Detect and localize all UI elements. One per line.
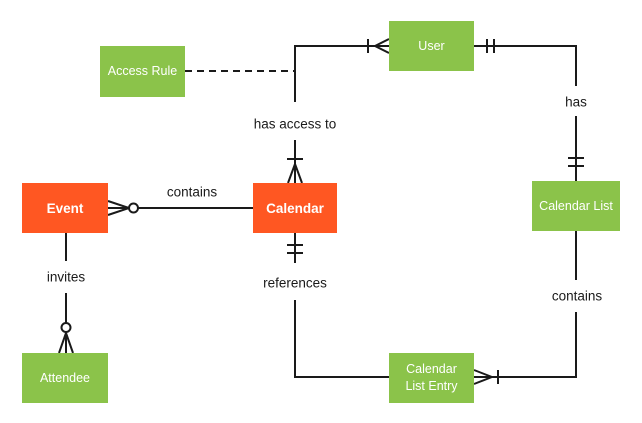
entity-attendee: Attendee bbox=[22, 353, 108, 403]
zero-or-many-marker-attendee-icon bbox=[58, 322, 74, 354]
edge-line bbox=[294, 45, 389, 102]
one-or-many-marker-entry-icon bbox=[473, 369, 499, 385]
entity-access-rule: Access Rule bbox=[100, 46, 185, 97]
entity-calendar-list: Calendar List bbox=[532, 181, 620, 231]
edge-line bbox=[474, 45, 577, 86]
edge-calendar-list-contains-entry bbox=[473, 231, 577, 385]
edge-event-invites-attendee bbox=[58, 233, 74, 354]
exactly-one-marker-calendar-icon bbox=[287, 244, 303, 254]
edge-entry-references-calendar bbox=[287, 233, 389, 378]
relationship-label-contains-event-calendar: contains bbox=[163, 184, 221, 200]
exactly-one-marker-user-icon bbox=[486, 39, 495, 53]
one-or-many-marker-calendar-icon bbox=[287, 158, 303, 184]
edge-user-has-calendar-list bbox=[474, 39, 584, 181]
exactly-one-marker-list-icon bbox=[568, 157, 584, 167]
edge-line bbox=[294, 300, 389, 378]
edge-calendar-has-access-to-user bbox=[287, 38, 390, 184]
entity-event: Event bbox=[22, 183, 108, 233]
relationship-label-invites: invites bbox=[43, 269, 89, 285]
edge-event-contains-calendar bbox=[107, 200, 253, 216]
relationship-label-has: has bbox=[562, 94, 590, 110]
edge-line bbox=[474, 312, 577, 378]
zero-or-many-marker-icon bbox=[107, 200, 139, 216]
relationship-label-contains-list-entry: contains bbox=[548, 288, 606, 304]
relationship-label-references: references bbox=[260, 275, 330, 291]
entity-calendar: Calendar bbox=[253, 183, 337, 233]
entity-calendar-list-entry: Calendar List Entry bbox=[389, 353, 474, 403]
zero-circle-icon bbox=[128, 202, 139, 214]
relationship-label-has-access-to: has access to bbox=[250, 116, 340, 132]
zero-circle-icon bbox=[60, 322, 72, 333]
one-or-many-marker-user-icon bbox=[367, 38, 390, 54]
entity-user: User bbox=[389, 21, 474, 71]
